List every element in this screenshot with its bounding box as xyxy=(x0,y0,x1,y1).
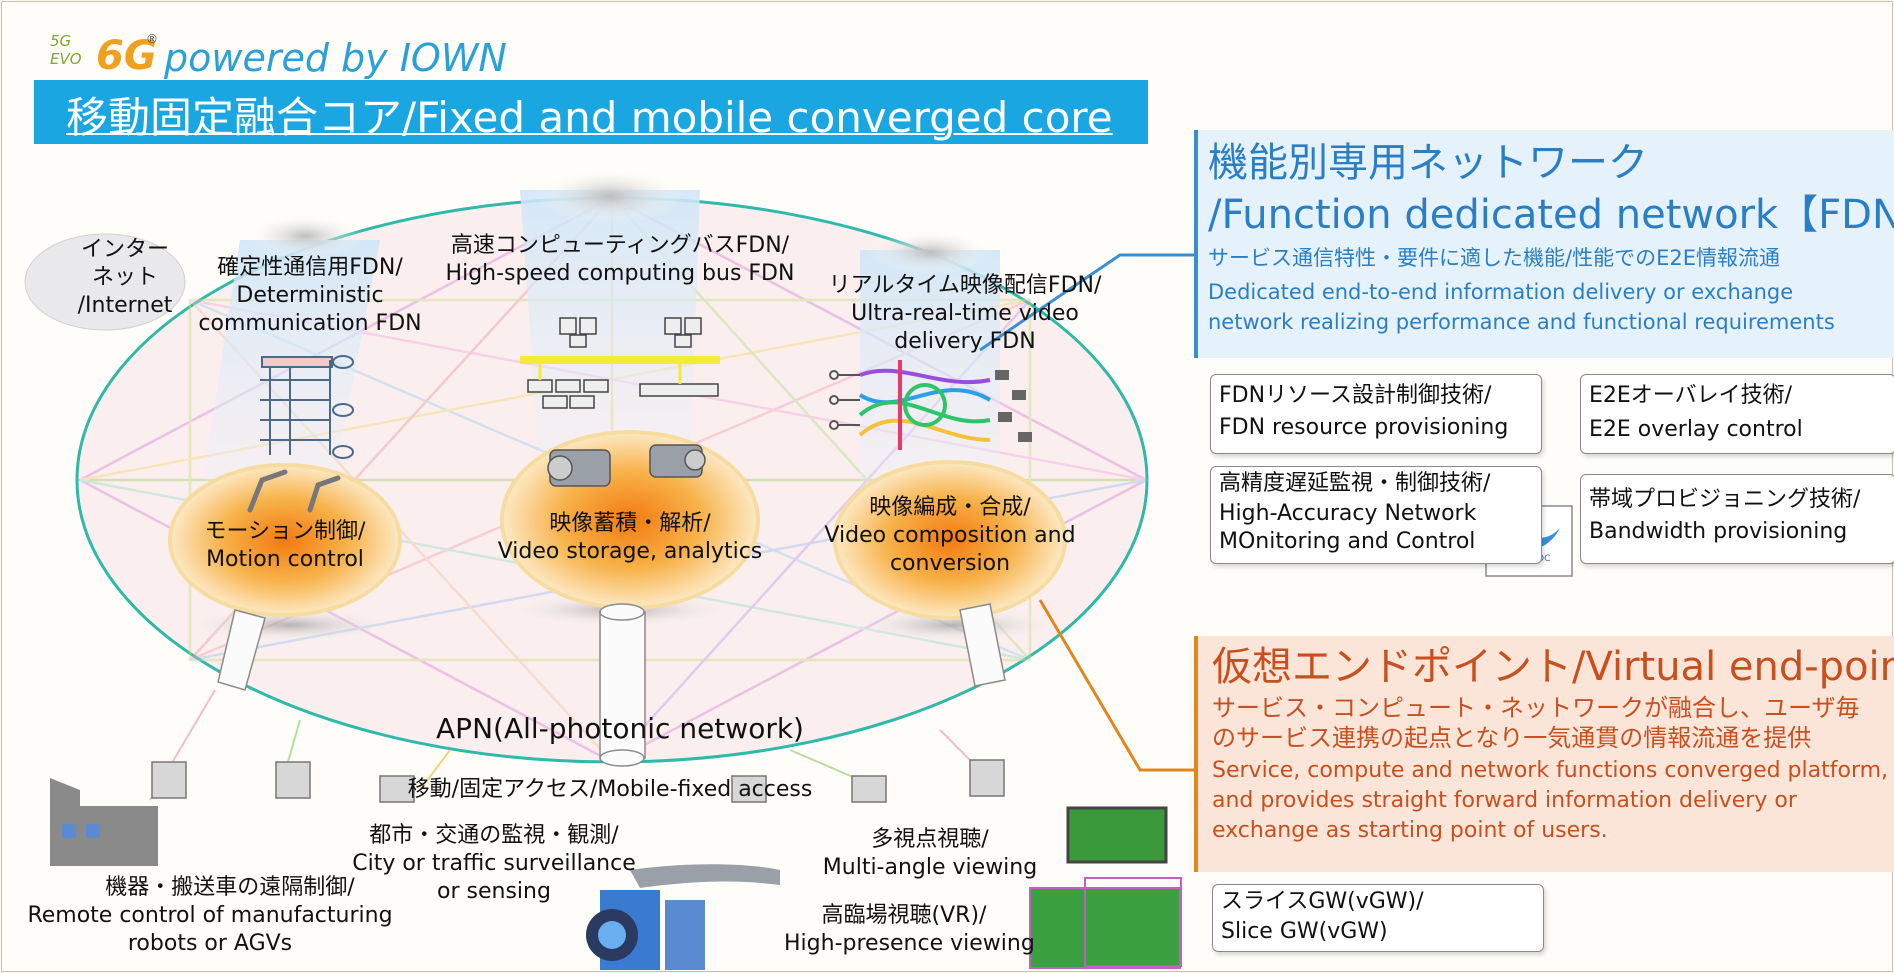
city-surveillance-line2: City or traffic surveillance xyxy=(352,851,636,876)
cloud-right xyxy=(868,230,992,274)
fdn-subtitle-en-2: network realizing performance and functi… xyxy=(1208,310,1835,334)
vr-line2: High-presence viewing xyxy=(784,931,1035,956)
fdn-title-jp: 機能別専用ネットワーク xyxy=(1208,140,1648,186)
bandwidth-provisioning-jp: 帯域プロビジョニング技術/ xyxy=(1589,487,1861,512)
video-composition-line2: Video composition and xyxy=(824,523,1076,548)
video-fdn-line3: delivery FDN xyxy=(894,329,1036,354)
video-composition-label: 映像編成・合成/ Video composition and conversio… xyxy=(820,494,1080,578)
city-surveillance-line3: or sensing xyxy=(437,879,551,904)
multi-angle-line2: Multi-angle viewing xyxy=(822,855,1038,880)
deterministic-fdn-line3: communication FDN xyxy=(198,311,422,336)
fdn-resource-en: FDN resource provisioning xyxy=(1219,415,1509,440)
vr-label: 高臨場視聴(VR)/ High-presence viewing xyxy=(784,902,1035,958)
title-band: 移動固定融合コア/Fixed and mobile converged core xyxy=(34,80,1148,144)
access-label: 移動/固定アクセス/Mobile-fixed access xyxy=(407,777,813,802)
video-composition-line3: conversion xyxy=(889,551,1011,576)
city-icon xyxy=(586,864,780,970)
tv-icons xyxy=(1029,806,1182,969)
internet-cloud xyxy=(24,233,186,331)
deterministic-fdn-icon xyxy=(260,355,354,459)
motion-control-label: モーション制御/ Motion control xyxy=(170,518,400,574)
factory-icon xyxy=(50,778,158,866)
video-fdn-icon xyxy=(829,360,1032,450)
virtual-endpoints-en-3: exchange as starting point of users. xyxy=(1212,818,1608,843)
e2e-overlay-en: E2E overlay control xyxy=(1589,417,1803,442)
internet-label: インター ネット /Internet xyxy=(60,236,190,320)
page-title: 移動固定融合コア/Fixed and mobile converged core xyxy=(66,93,1113,142)
virtual-endpoints-jp-2: のサービス連携の起点となり一気通貫の情報流通を提供 xyxy=(1212,724,1812,752)
fdn-subtitle-en-1: Dedicated end-to-end information deliver… xyxy=(1208,280,1794,304)
fdn-subtitle-jp: サービス通信特性・要件に適した機能/性能でのE2E情報流通 xyxy=(1208,246,1780,270)
logo-5g: 5G xyxy=(50,32,72,50)
latency-monitoring-box: 高精度遅延監視・制御技術/ High-Accuracy Network MOni… xyxy=(1210,466,1542,564)
e2e-overlay-box: E2Eオーバレイ技術/ E2E overlay control xyxy=(1580,374,1894,454)
logo-tagline: powered by IOWN xyxy=(164,36,507,80)
logo-6g: 6G xyxy=(96,33,157,79)
fdn-connector xyxy=(979,253,1194,352)
fdn-resource-box: FDNリソース設計制御技術/ FDN resource provisioning xyxy=(1210,374,1542,454)
city-surveillance-label: 都市・交通の監視・観測/ City or traffic surveillanc… xyxy=(344,822,644,906)
remote-control-line2: Remote control of manufacturing xyxy=(27,903,393,928)
video-storage-line1: 映像蓄積・解析/ xyxy=(549,511,711,536)
city-surveillance-line1: 都市・交通の監視・観測/ xyxy=(369,823,619,848)
motion-core xyxy=(168,463,402,617)
composition-core xyxy=(833,460,1067,620)
remote-control-line3: robots or AGVs xyxy=(127,931,293,956)
virtual-endpoints-panel xyxy=(1194,636,1894,872)
video-storage-label: 映像蓄積・解析/ Video storage, analytics xyxy=(490,510,770,566)
video-composition-line1: 映像編成・合成/ xyxy=(869,495,1031,520)
logo-evo: EVO xyxy=(50,50,82,68)
access-devices xyxy=(151,759,1005,803)
fdn-title-en: /Function dedicated network【FDN】 xyxy=(1208,192,1894,238)
virtual-endpoints-title: 仮想エンドポイント/Virtual end-points xyxy=(1212,644,1894,690)
multi-angle-line1: 多視点視聴/ xyxy=(871,827,989,852)
deterministic-fdn-label: 確定性通信用FDN/ Deterministic communication F… xyxy=(190,254,430,338)
video-fdn-label: リアルタイム映像配信FDN/ Ultra-real-time video del… xyxy=(810,272,1120,356)
internet-label-line3: /Internet xyxy=(77,293,173,318)
video-storage-line2: Video storage, analytics xyxy=(497,539,763,564)
hpc-bus-fdn-label: 高速コンピューティングバスFDN/ High-speed computing b… xyxy=(430,232,810,288)
remote-control-line1: 機器・搬送車の遠隔制御/ xyxy=(105,875,355,900)
logo: 5G EVO 6G ® powered by IOWN xyxy=(50,28,507,80)
e2e-overlay-jp: E2Eオーバレイ技術/ xyxy=(1589,383,1792,408)
video-fdn-line1: リアルタイム映像配信FDN/ xyxy=(828,273,1102,298)
fdn-panel xyxy=(1194,130,1894,358)
deterministic-fdn-line2: Deterministic xyxy=(236,283,384,308)
slice-gw-en: Slice GW(vGW) xyxy=(1221,919,1388,944)
latency-monitoring-en-2: MOnitoring and Control xyxy=(1219,529,1476,554)
virtual-endpoints-jp-1: サービス・コンピュート・ネットワークが融合し、ユーザ毎 xyxy=(1212,694,1860,722)
bandwidth-provisioning-box: 帯域プロビジョニング技術/ Bandwidth provisioning xyxy=(1580,474,1894,564)
vr-line1: 高臨場視聴(VR)/ xyxy=(821,903,987,928)
internet-label-line1: インター xyxy=(80,237,169,262)
latency-monitoring-jp: 高精度遅延監視・制御技術/ xyxy=(1219,471,1491,496)
motion-control-line1: モーション制御/ xyxy=(204,519,366,544)
ve-connector xyxy=(1038,599,1194,772)
virtual-endpoints-en-2: and provides straight forward informatio… xyxy=(1212,788,1797,813)
slice-gw-box: スライスGW(vGW)/ Slice GW(vGW) xyxy=(1212,884,1544,952)
hpc-bus-fdn-line1: 高速コンピューティングバスFDN/ xyxy=(450,233,790,258)
cloud-center xyxy=(535,168,685,224)
computing-bus-icon xyxy=(520,317,720,409)
cloud-left xyxy=(245,214,365,258)
slice-gw-jp: スライスGW(vGW)/ xyxy=(1221,889,1424,914)
internet-label-line2: ネット xyxy=(91,265,158,290)
5g-evo-6g-logo: 5G EVO 6G ® xyxy=(50,32,158,80)
apn-label: APN(All-photonic network) xyxy=(436,712,804,745)
deterministic-fdn-line1: 確定性通信用FDN/ xyxy=(217,255,403,280)
remote-control-label: 機器・搬送車の遠隔制御/ Remote control of manufactu… xyxy=(20,874,400,958)
cylinders xyxy=(217,603,1006,767)
latency-monitoring-en-1: High-Accuracy Network xyxy=(1219,501,1477,526)
fdn-resource-jp: FDNリソース設計制御技術/ xyxy=(1219,383,1492,408)
bandwidth-provisioning-en: Bandwidth provisioning xyxy=(1589,519,1848,544)
motion-control-line2: Motion control xyxy=(206,547,364,572)
hpc-bus-fdn-line2: High-speed computing bus FDN xyxy=(445,261,795,286)
multi-angle-label: 多視点視聴/ Multi-angle viewing xyxy=(810,826,1050,882)
robot-arm-icon xyxy=(247,469,341,513)
logo-registered: ® xyxy=(146,32,158,46)
virtual-endpoints-en-1: Service, compute and network functions c… xyxy=(1212,758,1889,783)
video-fdn-line2: Ultra-real-time video xyxy=(851,301,1079,326)
camera-icons xyxy=(547,444,706,487)
